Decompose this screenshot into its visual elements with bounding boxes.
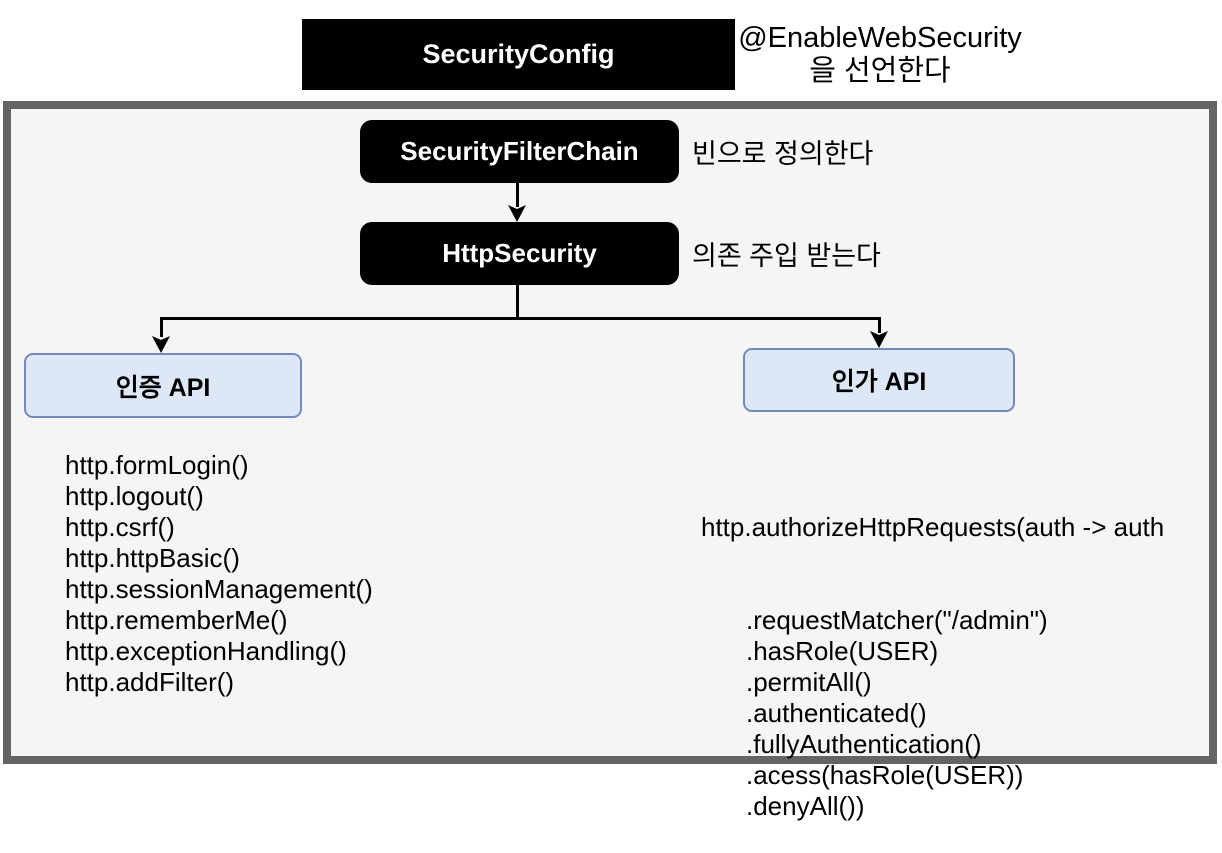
authorization-chained-call: .requestMatcher("/admin") [746,605,1048,635]
authorization-chained-calls: .requestMatcher("/admin").hasRole(USER).… [701,605,1164,822]
arrow-down-icon [152,336,170,353]
connector-branch-bar [160,317,881,320]
connector-filterchain-to-httpsecurity [516,183,519,207]
node-security-filter-chain: SecurityFilterChain [360,120,679,183]
authentication-method: http.rememberMe() [65,605,288,635]
authorization-code-first-line: http.authorizeHttpRequests(auth -> auth [701,512,1165,542]
annotation-enable-web-security-line2: 을 선언한다 [809,55,951,87]
security-config-body-panel [3,101,1217,764]
annotation-enable-web-security: @EnableWebSecurity 을 선언한다 [735,22,1025,88]
arrow-down-icon [508,205,526,222]
authentication-method-list: http.formLogin()http.logout()http.csrf()… [65,450,373,698]
node-http-security: HttpSecurity [360,222,679,285]
node-authentication-api: 인증 API [24,353,302,418]
authentication-method: http.addFilter() [65,667,235,697]
annotation-enable-web-security-line1: @EnableWebSecurity [738,22,1022,54]
node-security-config: SecurityConfig [302,19,735,90]
authorization-code-block: http.authorizeHttpRequests(auth -> auth … [701,450,1164,853]
authorization-chained-call: .acess(hasRole(USER)) [746,760,1024,790]
annotation-dependency-injection: 의존 주입 받는다 [692,241,881,271]
authorization-chained-call: .authenticated() [746,698,927,728]
connector-branch-to-auth-api [160,317,163,337]
node-authorization-api: 인가 API [743,348,1015,412]
arrow-down-icon [870,331,888,348]
authentication-method: http.httpBasic() [65,543,240,573]
authorization-chained-call: .hasRole(USER) [746,636,939,666]
connector-httpsecurity-to-branch [516,285,519,318]
authentication-method: http.exceptionHandling() [65,636,347,666]
connector-branch-to-authz-api [878,317,881,333]
authentication-method: http.logout() [65,481,204,511]
authorization-chained-call: .fullyAuthentication() [746,729,982,759]
authentication-method: http.sessionManagement() [65,574,373,604]
annotation-bean-definition: 빈으로 정의한다 [692,139,874,169]
authentication-method: http.csrf() [65,512,175,542]
authentication-method: http.formLogin() [65,450,249,480]
authorization-chained-call: .permitAll() [746,667,872,697]
authorization-chained-call: .denyAll()) [746,791,865,821]
